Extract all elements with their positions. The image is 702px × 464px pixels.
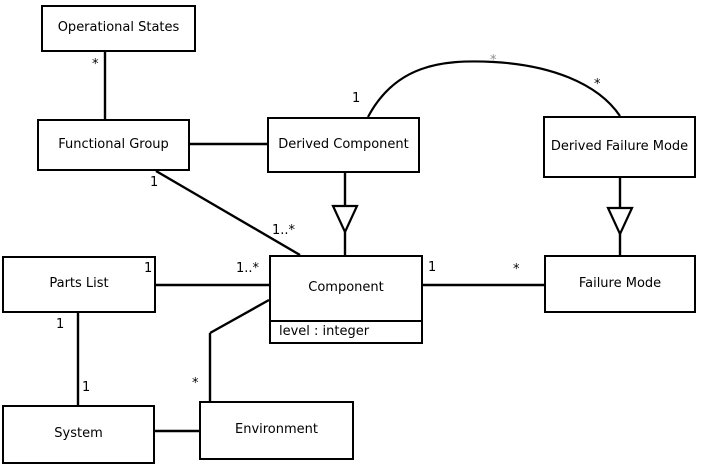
generalization-derived-component-to-component[interactable]: [331, 173, 359, 255]
class-name-component: Component: [308, 280, 384, 296]
multiplicity-parts-list-to-system: 1: [56, 317, 65, 332]
multiplicity-arc-midpoint: *: [490, 53, 497, 68]
multiplicity-arc-derived-failure-mode: *: [594, 77, 601, 92]
class-box-derived-failure-mode[interactable]: Derived Failure Mode: [543, 116, 696, 178]
class-box-parts-list[interactable]: Parts List: [2, 256, 156, 313]
connector-functional-group-component[interactable]: [155, 169, 301, 257]
multiplicity-component-from-parts-list: 1..*: [236, 261, 260, 276]
class-box-operational-states[interactable]: Operational States: [41, 5, 196, 52]
connector-environment-component[interactable]: [208, 298, 270, 401]
multiplicity-component-to-failure-mode: 1: [428, 260, 437, 275]
class-box-functional-group[interactable]: Functional Group: [37, 119, 190, 171]
class-box-component[interactable]: Component level : integer: [269, 255, 423, 344]
class-name-derived-failure-mode: Derived Failure Mode: [550, 138, 689, 154]
class-name-parts-list: Parts List: [49, 276, 109, 292]
class-name-system: System: [54, 426, 103, 442]
multiplicity-operational-states: *: [92, 57, 99, 72]
class-name-operational-states: Operational States: [57, 20, 180, 36]
class-name-functional-group: Functional Group: [58, 136, 169, 152]
multiplicity-parts-list-to-component: 1: [144, 261, 153, 276]
connector-derived-component-derived-failure-mode[interactable]: [367, 60, 621, 118]
class-box-failure-mode[interactable]: Failure Mode: [544, 255, 696, 313]
multiplicity-system-to-parts-list: 1: [82, 380, 91, 395]
multiplicity-derived-component-to-functional-group: 1: [352, 91, 361, 106]
multiplicity-functional-group-to-component: 1: [150, 175, 159, 190]
multiplicity-component-from-functional-group: 1..*: [272, 223, 296, 238]
class-attribute-component-level: level : integer: [271, 319, 421, 342]
class-name-failure-mode: Failure Mode: [578, 275, 662, 291]
class-box-system[interactable]: System: [2, 405, 155, 464]
multiplicity-environment-to-component: *: [192, 376, 199, 391]
multiplicity-failure-mode-from-component: *: [513, 262, 520, 277]
class-name-environment: Environment: [234, 422, 318, 438]
class-box-environment[interactable]: Environment: [199, 401, 354, 460]
generalization-derived-failure-mode-to-failure-mode[interactable]: [606, 178, 634, 255]
class-box-derived-component[interactable]: Derived Component: [267, 117, 420, 173]
class-name-derived-component: Derived Component: [278, 136, 409, 152]
